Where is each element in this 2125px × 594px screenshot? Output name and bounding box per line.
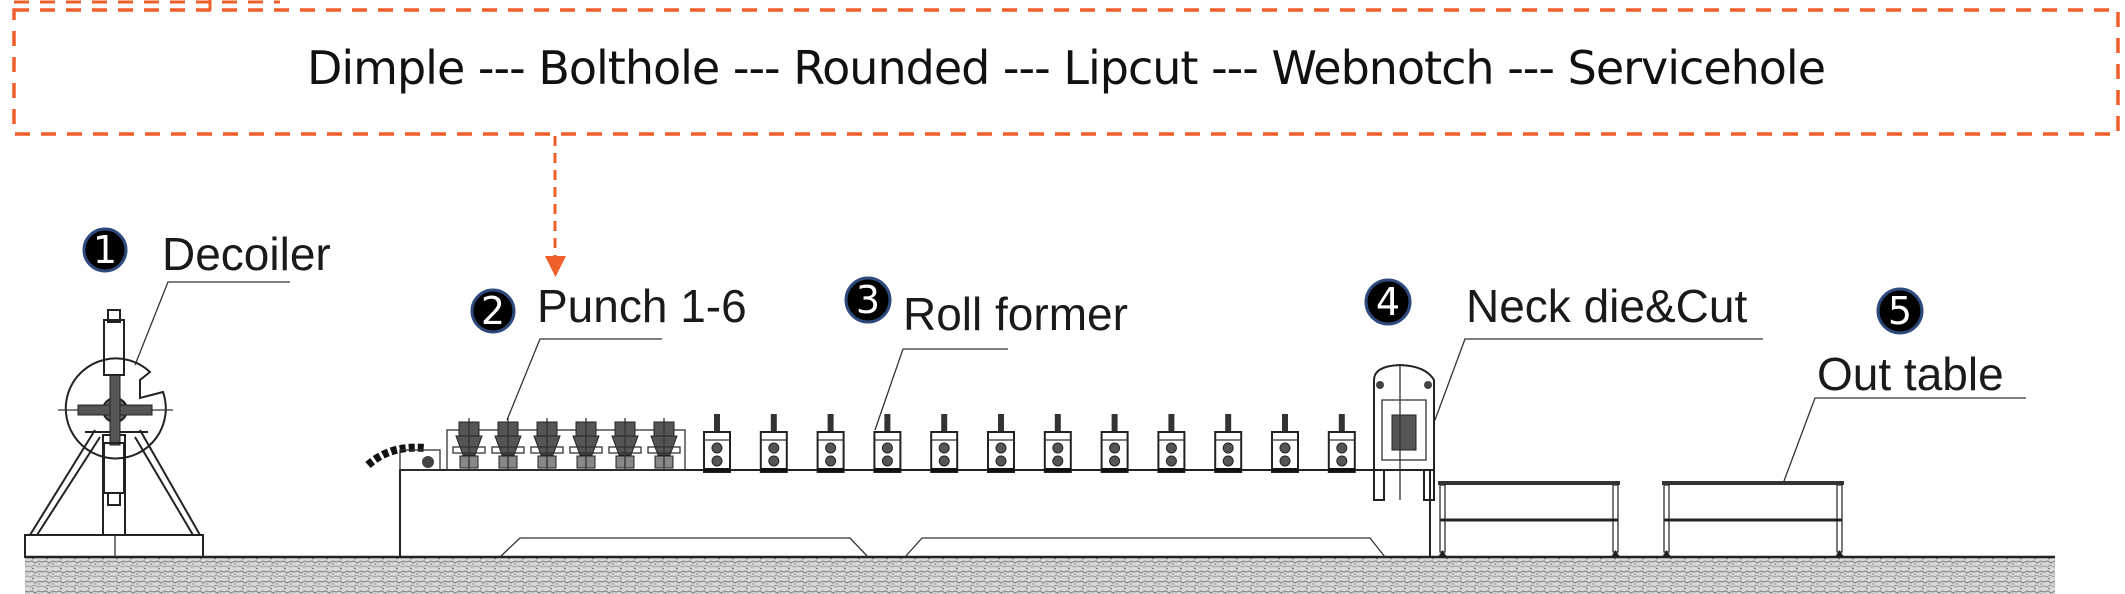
punch-unit xyxy=(569,418,603,470)
leader-line xyxy=(1434,338,1763,421)
leader-line xyxy=(1783,397,2026,482)
decoiler-drawing xyxy=(24,309,204,558)
process-banner-border xyxy=(12,8,2120,136)
station-number: 2 xyxy=(481,289,505,333)
station-badge: 3 xyxy=(844,276,892,324)
roll-stand xyxy=(1327,414,1356,473)
station-label: Decoiler xyxy=(162,228,331,280)
roll-stand xyxy=(1214,414,1243,473)
punch-unit xyxy=(491,418,525,470)
roll-stands xyxy=(703,414,1356,473)
roll-stand xyxy=(1100,414,1129,473)
ground xyxy=(25,555,2055,594)
roll-stand xyxy=(759,414,788,473)
step-separator: --- xyxy=(1494,41,1568,95)
process-step: Lipcut xyxy=(1063,41,1197,95)
station-number: 1 xyxy=(93,228,117,272)
punch-unit xyxy=(608,418,642,470)
punch-unit xyxy=(530,418,564,470)
machine-bed xyxy=(365,443,1431,558)
station-label: Punch 1-6 xyxy=(537,280,747,332)
station-label: Out table xyxy=(1817,348,2004,400)
station-label: Roll former xyxy=(903,288,1128,340)
punch-unit xyxy=(452,418,486,470)
arrow-down-icon xyxy=(545,256,566,277)
out-table xyxy=(1438,481,1620,557)
station-roll-former: 3 Roll former xyxy=(703,276,1356,473)
station-neck-die-cut: 4 Neck die&Cut xyxy=(1364,278,1763,501)
out-tables xyxy=(1438,481,1844,557)
process-step: Rounded xyxy=(793,41,989,95)
roll-stand xyxy=(816,414,845,473)
station-label: Neck die&Cut xyxy=(1466,280,1747,332)
banner-to-punch-arrow xyxy=(545,136,566,277)
station-out-table: 5 Out table xyxy=(1438,287,2026,557)
roll-stand xyxy=(987,414,1015,473)
step-separator: --- xyxy=(464,41,538,95)
process-step: Bolthole xyxy=(538,41,719,95)
roll-stand xyxy=(703,414,731,473)
cutter-press-drawing xyxy=(1373,363,1435,501)
punch-units xyxy=(446,418,686,471)
step-separator: --- xyxy=(719,41,793,95)
roll-stand xyxy=(1157,414,1186,473)
leader-line xyxy=(506,338,662,421)
process-step: Servicehole xyxy=(1568,41,1825,95)
punch-unit xyxy=(647,418,681,470)
station-badge: 4 xyxy=(1364,278,1412,326)
leader-line xyxy=(874,348,1008,431)
roll-stand xyxy=(1271,414,1299,473)
process-step: Webnotch xyxy=(1272,41,1494,95)
step-separator: --- xyxy=(989,41,1063,95)
roll-stand xyxy=(1043,414,1072,473)
station-number: 3 xyxy=(856,278,880,322)
step-separator: --- xyxy=(1197,41,1271,95)
roll-stand xyxy=(873,414,902,473)
station-badge: 1 xyxy=(82,227,128,273)
process-steps-text: Dimple --- Bolthole --- Rounded --- Lipc… xyxy=(307,41,1825,95)
station-number: 4 xyxy=(1376,280,1400,324)
station-number: 5 xyxy=(1888,289,1912,333)
ground-texture xyxy=(25,557,2055,594)
station-punch: 2 Punch 1-6 xyxy=(446,280,747,471)
process-step: Dimple xyxy=(307,41,464,95)
station-badge: 2 xyxy=(470,288,516,334)
roll-stand xyxy=(930,414,959,473)
leader-line xyxy=(134,281,290,366)
station-decoiler: 1 Decoiler xyxy=(24,227,331,558)
process-banner: Dimple --- Bolthole --- Rounded --- Lipc… xyxy=(12,0,2120,136)
out-table xyxy=(1662,481,1844,557)
station-badge: 5 xyxy=(1876,287,1924,335)
